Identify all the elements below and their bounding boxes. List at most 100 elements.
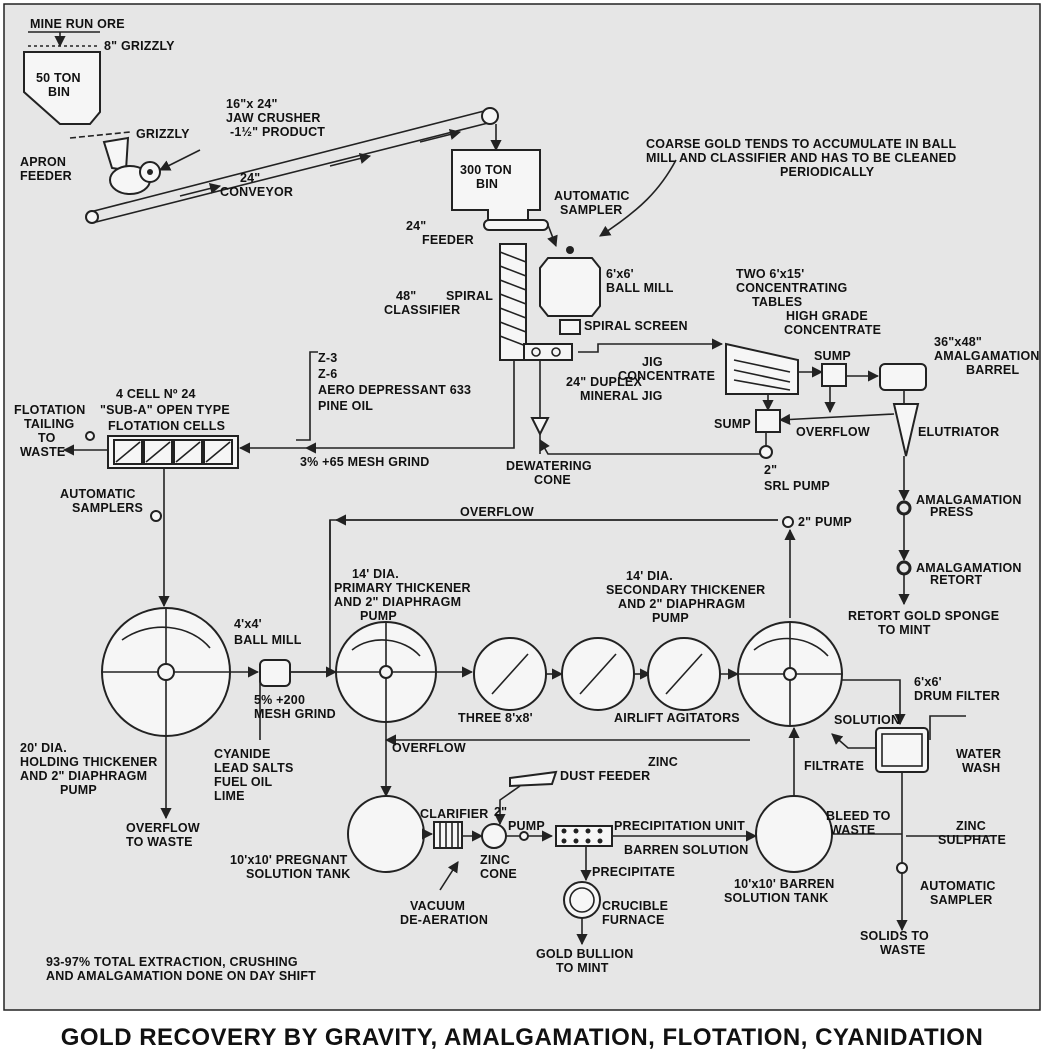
label-dust-feeder: DUST FEEDER (560, 769, 650, 783)
label-bin-50-b: BIN (48, 85, 70, 99)
automatic-samplers (150, 510, 162, 522)
label-cells-1: 4 CELL Nº 24 (116, 387, 196, 401)
label-holding-4: PUMP (60, 783, 97, 797)
label-tailing-1: FLOTATION (14, 403, 85, 417)
srl-pump (759, 445, 773, 459)
label-mine-run-ore: MINE RUN ORE (30, 17, 125, 31)
label-jig-b: MINERAL JIG (580, 389, 663, 403)
label-amal-press-b: PRESS (930, 505, 973, 519)
label-bullion-b: TO MINT (556, 961, 609, 975)
cyanidation-section (101, 514, 990, 946)
flowsheet-title: GOLD RECOVERY BY GRAVITY, AMALGAMATION, … (60, 1024, 984, 1051)
label-pump-2in: 2" PUMP (798, 515, 852, 529)
label-jig: 24" DUPLEX (566, 375, 642, 389)
label-secondary-3: AND 2" DIAPHRAGM (618, 597, 745, 611)
duplex-mineral-jig (523, 343, 573, 361)
label-dewatering-b: CONE (534, 473, 571, 487)
label-jaw-product: -1½" PRODUCT (230, 125, 325, 139)
label-pregnant-b: SOLUTION TANK (246, 867, 350, 881)
label-auto-sampler3: AUTOMATIC (920, 879, 996, 893)
label-vacuum: VACUUM (410, 899, 465, 913)
flotation-section (62, 431, 306, 608)
label-srl-size: 2" (764, 463, 777, 477)
label-cells-3: FLOTATION CELLS (108, 419, 225, 433)
label-elutriator: ELUTRIATOR (918, 425, 999, 439)
spiral-screen (559, 319, 581, 335)
label-zinc-sulphate-b: SULPHATE (938, 833, 1006, 847)
label-retort-gold-b: TO MINT (878, 623, 931, 637)
zinc-cone (481, 823, 507, 849)
label-barrel-amal: AMALGAMATION (934, 349, 1040, 363)
label-tables-1: TWO 6'x15' (736, 267, 804, 281)
label-jaw-size: 16"x 24" (226, 97, 278, 111)
crucible-furnace (563, 881, 601, 919)
label-drum: DRUM FILTER (914, 689, 1000, 703)
label-coarse-1: COARSE GOLD TENDS TO ACCUMULATE IN BALL (646, 137, 957, 151)
label-mesh-grind: 3% +65 MESH GRIND (300, 455, 429, 469)
label-secondary-1: 14' DIA. (626, 569, 673, 583)
label-primary-1: 14' DIA. (352, 567, 399, 581)
label-amal-retort-b: RETORT (930, 573, 983, 587)
label-amal-press: AMALGAMATION (916, 493, 1022, 507)
label-holding-1: 20' DIA. (20, 741, 67, 755)
label-ball-mill: BALL MILL (606, 281, 674, 295)
label-jaw-crusher: JAW CRUSHER (226, 111, 321, 125)
label-tailing-4: WASTE (20, 445, 65, 459)
label-agitators-airlift: AIRLIFT AGITATORS (614, 711, 740, 725)
grizzly (69, 131, 131, 139)
label-overflow-3: OVERFLOW (392, 741, 466, 755)
label-tailing-3: TO (38, 431, 56, 445)
bin-50-ton (23, 51, 101, 125)
label-zinc-cone-b: CONE (480, 867, 517, 881)
label-water: WATER (956, 747, 1001, 761)
label-srl: SRL PUMP (764, 479, 830, 493)
label-holding-2: HOLDING THICKENER (20, 755, 157, 769)
label-secondary-2: SECONDARY THICKENER (606, 583, 765, 597)
sump-low (755, 409, 781, 433)
elutriator (892, 403, 920, 457)
crushing-section (23, 31, 558, 248)
label-drum-size: 6'x6' (914, 675, 942, 689)
label-barren-solution: BARREN SOLUTION (624, 843, 749, 857)
label-overflow-waste-b: TO WASTE (126, 835, 193, 849)
label-feeder: FEEDER (422, 233, 474, 247)
label-grizzly-8: 8" GRIZZLY (104, 39, 175, 53)
diagram-labels: MINE RUN ORE 8" GRIZZLY 50 TON BIN 16"x … (14, 17, 1040, 983)
label-precipitate: PRECIPITATE (592, 865, 675, 879)
label-barrel: BARREL (966, 363, 1019, 377)
label-pump2-size: 2" (494, 805, 507, 819)
label-barrel-size: 36"x48" (934, 335, 982, 349)
label-coarse-3: PERIODICALLY (780, 165, 875, 179)
label-zinc-sulphate: ZINC (956, 819, 986, 833)
zinc-dust-feeder (509, 770, 558, 788)
jaw-crusher (109, 161, 161, 195)
label-deaeration: DE-AERATION (400, 913, 488, 927)
label-pump2: PUMP (508, 819, 545, 833)
label-feeder-size: 24" (406, 219, 426, 233)
label-cyanide: CYANIDE (214, 747, 271, 761)
label-dewatering: DEWATERING (506, 459, 592, 473)
label-conveyor-size: 24" (240, 171, 260, 185)
label-spiral-screen: SPIRAL SCREEN (584, 319, 688, 333)
label-classifier-spiral: SPIRAL (446, 289, 493, 303)
label-bin-50: 50 TON (36, 71, 81, 85)
ball-mill-6x6 (539, 257, 601, 317)
label-reagent-3: AERO DEPRESSANT 633 (318, 383, 471, 397)
label-auto-sampler-b: SAMPLER (560, 203, 623, 217)
grinding-section (296, 159, 927, 606)
label-fuel-oil: FUEL OIL (214, 775, 272, 789)
label-classifier-size: 48" (396, 289, 416, 303)
label-lead-salts: LEAD SALTS (214, 761, 294, 775)
label-barren-tank-b: SOLUTION TANK (724, 891, 828, 905)
label-bleed-b: WASTE (830, 823, 875, 837)
primary-thickener (335, 621, 437, 723)
label-solids-b: WASTE (880, 943, 925, 957)
label-conveyor: CONVEYOR (220, 185, 293, 199)
label-primary-2: PRIMARY THICKENER (334, 581, 471, 595)
label-overflow-1: OVERFLOW (796, 425, 870, 439)
label-jig-conc-b: CONCENTRATE (618, 369, 715, 383)
holding-thickener (101, 607, 231, 737)
label-grind-200-b: MESH GRIND (254, 707, 336, 721)
label-overflow-waste: OVERFLOW (126, 821, 200, 835)
